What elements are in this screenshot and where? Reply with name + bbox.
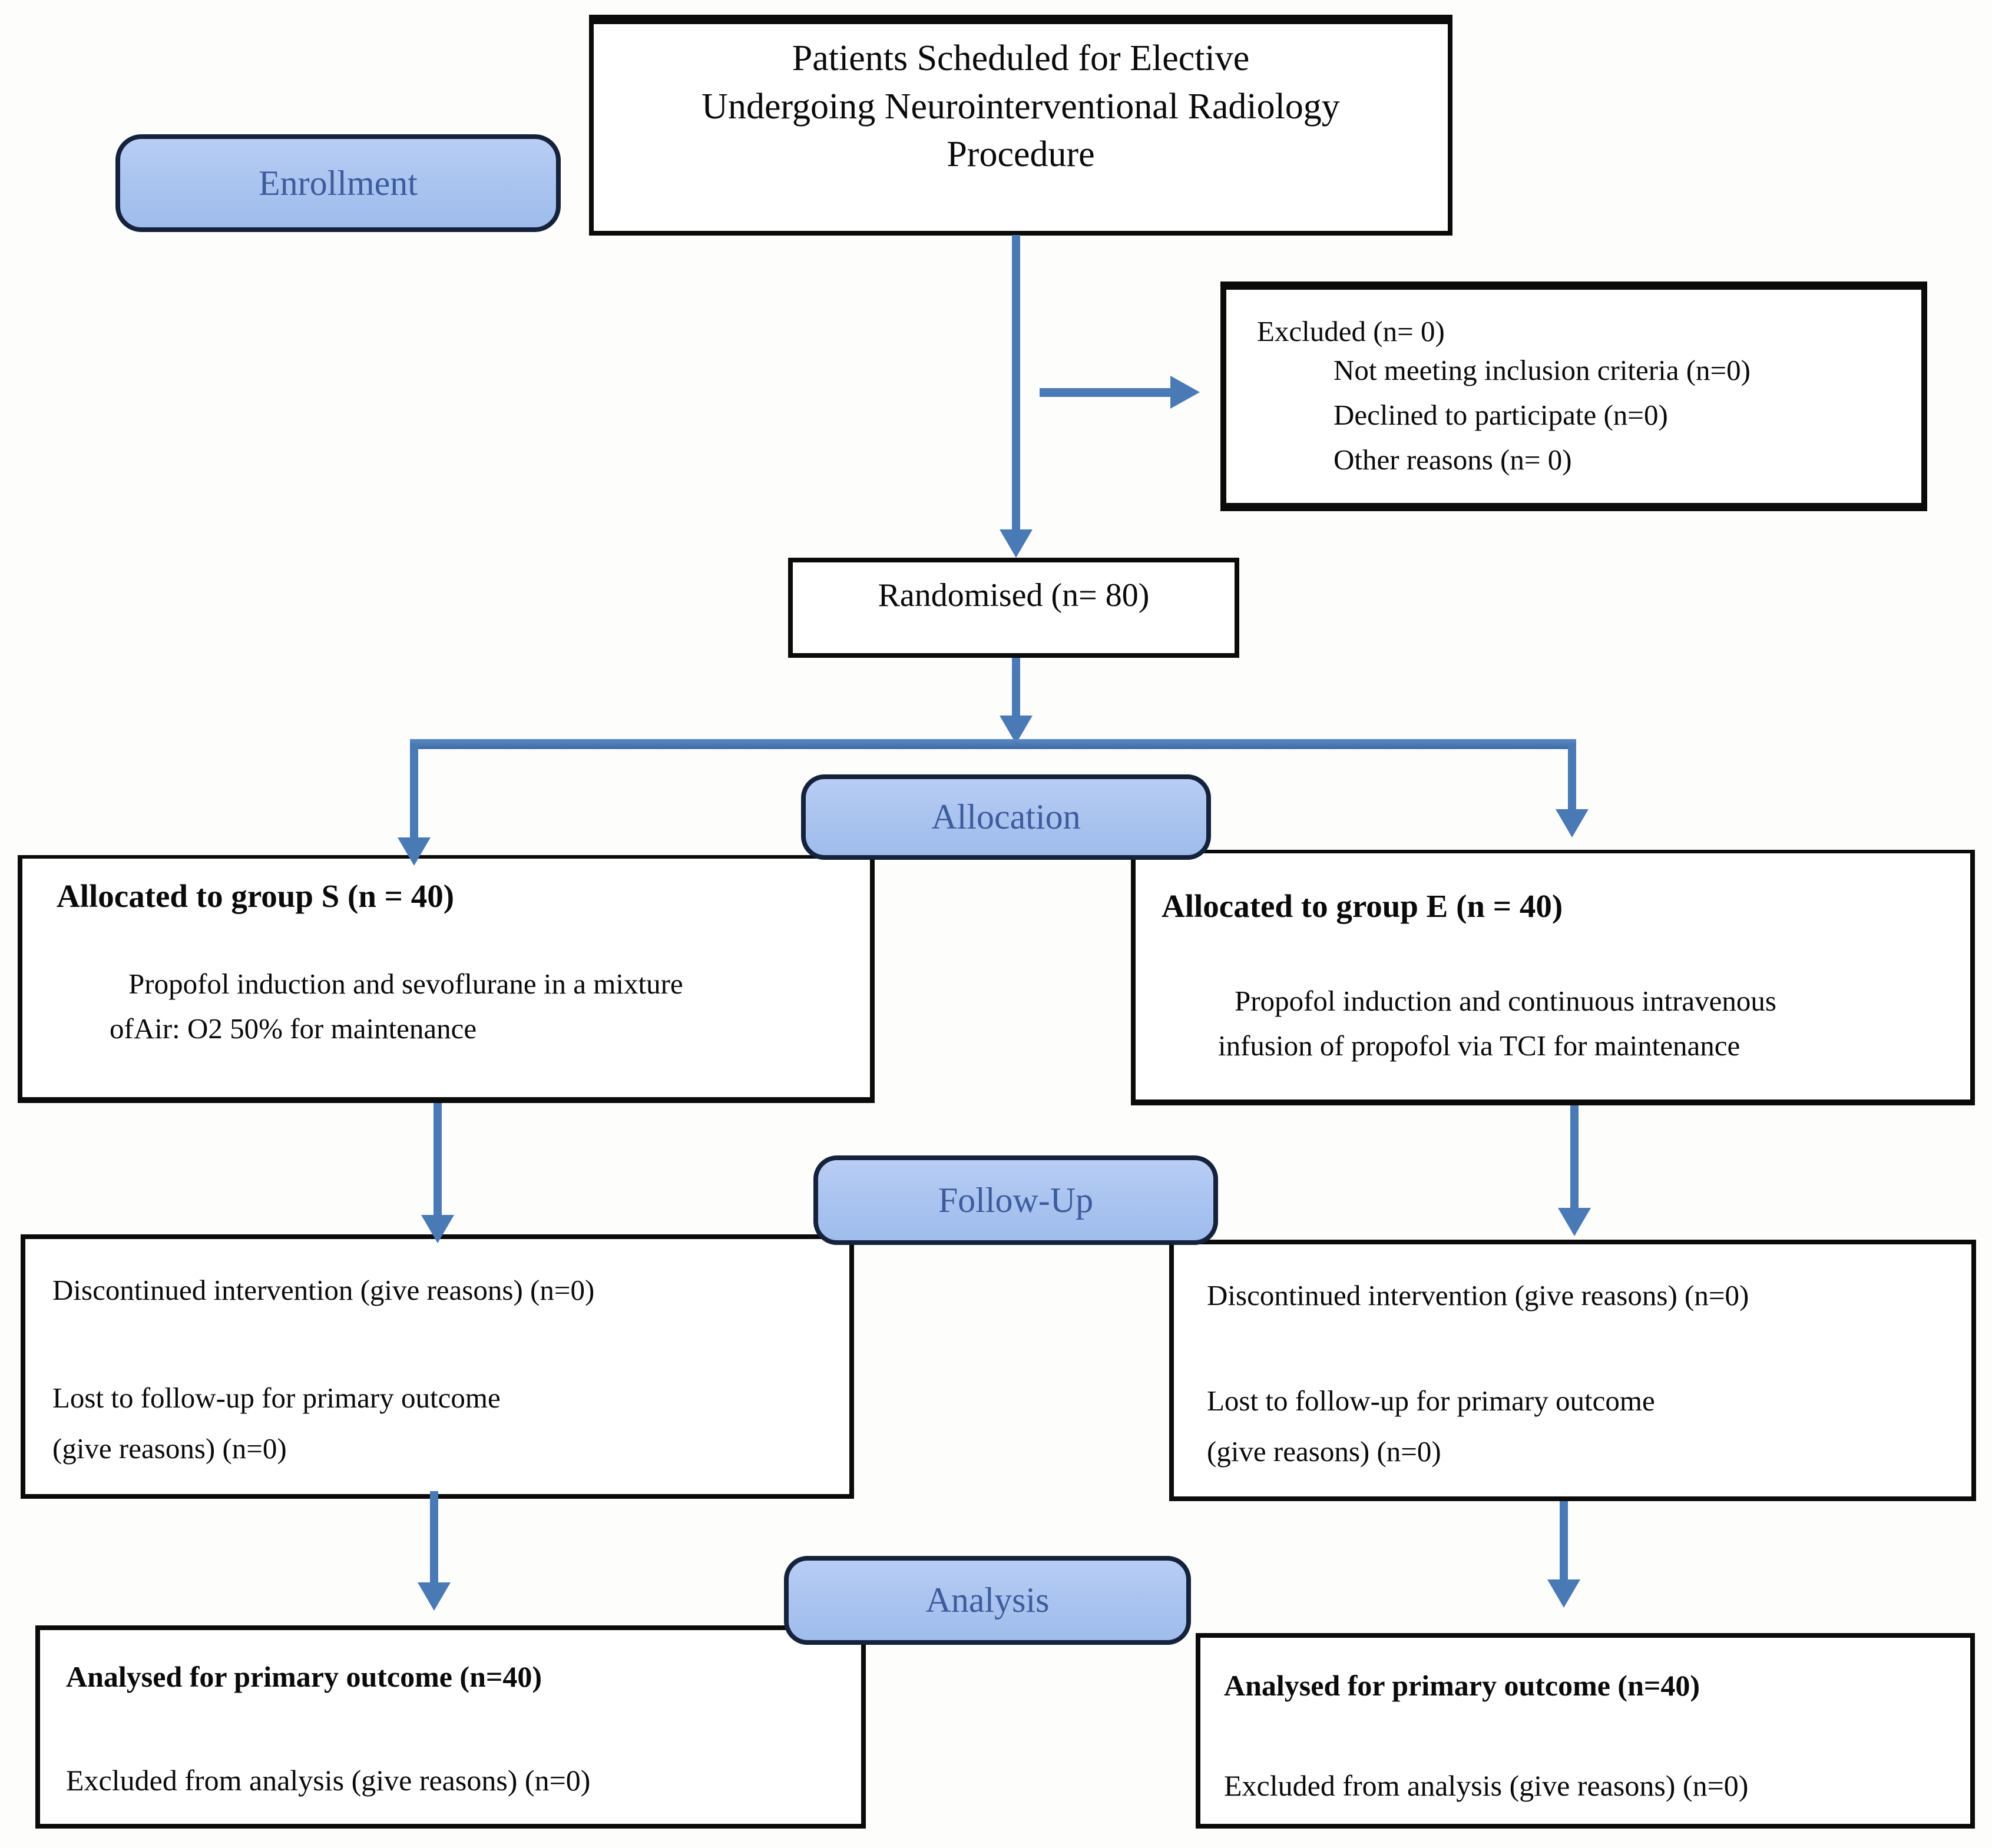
arrow-population-to-randomised (1000, 235, 1033, 558)
followup-e-line: Lost to follow-up for primary outcome (1207, 1385, 1655, 1417)
group-s-box: Allocated to group S (n = 40) Propofol i… (18, 855, 875, 1103)
group-s-title: Allocated to group S (n = 40) (57, 878, 455, 914)
group-s-body-line: ofAir: O2 50% for maintenance (110, 1012, 477, 1045)
group-e-title: Allocated to group E (n = 40) (1162, 888, 1563, 924)
allocation-stage-badge: Allocation (801, 774, 1211, 860)
followup-e-box: Discontinued intervention (give reasons)… (1169, 1240, 1976, 1501)
analysis-s-line: Excluded from analysis (give reasons) (n… (66, 1764, 591, 1797)
enrollment-stage-label: Enrollment (259, 163, 418, 203)
analysis-e-box: Analysed for primary outcome (n=40) Excl… (1196, 1633, 1975, 1829)
arrow-shaft (1012, 235, 1020, 529)
arrow-shaft (410, 746, 418, 837)
arrow-shaft (1040, 388, 1170, 397)
arrow-followup-e-to-analysis (1547, 1501, 1580, 1608)
population-box: Patients Scheduled for Elective Undergoi… (589, 15, 1452, 236)
excluded-item: Other reasons (n= 0) (1333, 443, 1572, 476)
analysis-s-title: Analysed for primary outcome (n=40) (66, 1660, 542, 1693)
arrow-followup-s-to-analysis (418, 1491, 451, 1611)
analysis-e-title: Analysed for primary outcome (n=40) (1224, 1669, 1700, 1702)
arrow-group-s-to-followup (421, 1103, 454, 1243)
arrowhead-down-icon (1547, 1579, 1580, 1608)
analysis-e-line: Excluded from analysis (give reasons) (n… (1224, 1769, 1749, 1802)
arrow-shaft (430, 1491, 438, 1582)
followup-s-box: Discontinued intervention (give reasons)… (21, 1234, 854, 1499)
population-line: Patients Scheduled for Elective (792, 38, 1250, 78)
excluded-title: Excluded (n= 0) (1257, 315, 1445, 347)
followup-e-line: (give reasons) (n=0) (1207, 1435, 1441, 1468)
followup-s-line: Discontinued intervention (give reasons)… (52, 1274, 595, 1306)
arrowhead-down-icon (398, 837, 431, 866)
analysis-stage-label: Analysis (925, 1581, 1050, 1620)
arrow-shaft (1012, 658, 1020, 716)
arrowhead-down-icon (1000, 529, 1033, 558)
followup-stage-badge: Follow-Up (813, 1155, 1218, 1245)
arrow-shaft (1570, 1105, 1579, 1208)
group-s-body-line: Propofol induction and sevoflurane in a … (128, 968, 683, 1000)
randomised-label: Randomised (n= 80) (878, 577, 1150, 614)
analysis-stage-badge: Analysis (784, 1556, 1191, 1645)
arrow-shaft (1568, 746, 1576, 809)
group-e-body-line: Propofol induction and continuous intrav… (1235, 985, 1776, 1017)
allocation-stage-label: Allocation (931, 797, 1081, 836)
excluded-box: Excluded (n= 0) Not meeting inclusion cr… (1220, 281, 1927, 511)
arrow-shaft (1560, 1501, 1568, 1579)
followup-s-line: Lost to follow-up for primary outcome (52, 1382, 501, 1414)
group-e-body-line: infusion of propofol via TCI for mainten… (1218, 1029, 1740, 1062)
population-line: Undergoing Neurointerventional Radiology (701, 86, 1340, 127)
followup-e-line: Discontinued intervention (give reasons)… (1207, 1279, 1749, 1312)
arrowhead-down-icon (421, 1215, 454, 1243)
population-line: Procedure (947, 134, 1095, 175)
followup-s-line: (give reasons) (n=0) (52, 1432, 287, 1465)
excluded-item: Not meeting inclusion criteria (n=0) (1333, 354, 1751, 386)
arrow-split-to-group-e (1556, 746, 1589, 837)
arrowhead-down-icon (1558, 1208, 1591, 1236)
arrow-split-to-group-s (398, 746, 431, 866)
arrow-branch-to-excluded (1040, 376, 1200, 409)
arrowhead-down-icon (418, 1582, 451, 1611)
arrow-shaft (434, 1103, 442, 1215)
enrollment-stage-badge: Enrollment (115, 134, 561, 232)
split-bar (410, 739, 1576, 749)
arrow-randomised-to-split (1000, 658, 1033, 744)
group-e-box: Allocated to group E (n = 40) Propofol i… (1131, 850, 1975, 1105)
arrowhead-down-icon (1556, 809, 1589, 837)
followup-stage-label: Follow-Up (938, 1180, 1094, 1220)
randomised-box: Randomised (n= 80) (788, 558, 1239, 658)
excluded-item: Declined to participate (n=0) (1333, 398, 1668, 431)
analysis-s-box: Analysed for primary outcome (n=40) Excl… (35, 1625, 866, 1829)
arrow-group-e-to-followup (1558, 1105, 1591, 1236)
arrowhead-right-icon (1170, 376, 1200, 409)
